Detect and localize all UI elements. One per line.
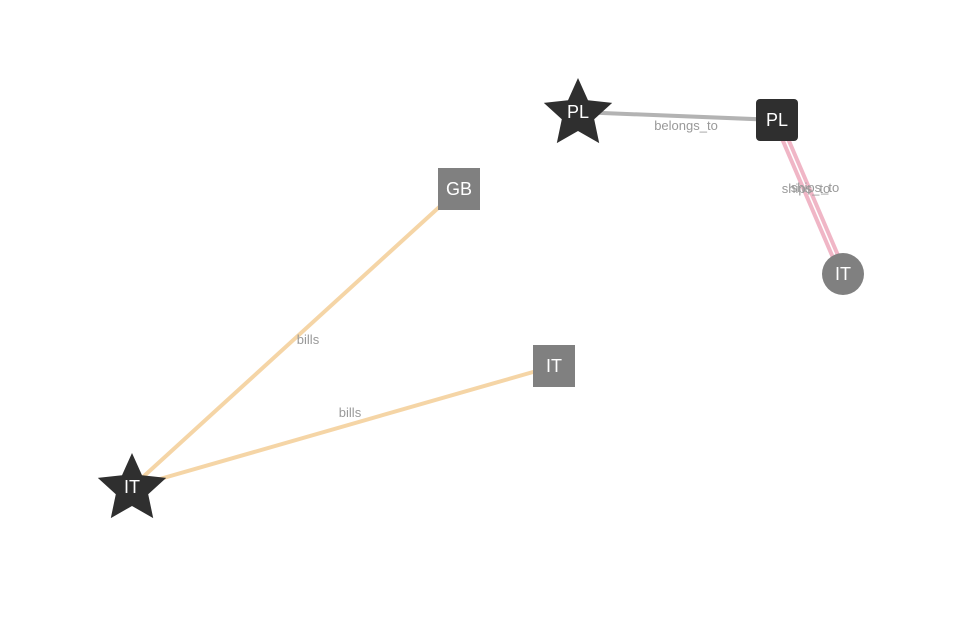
node-label: PL <box>567 102 589 122</box>
edge-label-ships-to-a: ships_to <box>782 181 830 196</box>
node-label: GB <box>446 179 472 199</box>
edge-label-bills-it: bills <box>339 405 362 420</box>
edge-label-ships-to-b: ships_to <box>791 180 839 195</box>
edge-label-bills-gb: bills <box>297 332 320 347</box>
node-label: IT <box>835 264 851 284</box>
edge-bills-gb <box>130 187 461 489</box>
node-label: IT <box>546 356 562 376</box>
edge-bills-it <box>130 364 556 489</box>
nodes-layer: PL PL GB IT IT IT <box>97 78 864 519</box>
node-it-circle[interactable]: IT <box>822 253 864 295</box>
node-it-star[interactable]: IT <box>97 453 167 519</box>
node-pl-square[interactable]: PL <box>756 99 798 141</box>
edges-layer <box>130 110 848 489</box>
node-pl-star[interactable]: PL <box>543 78 613 144</box>
node-gb-square[interactable]: GB <box>438 168 480 210</box>
node-label: PL <box>766 110 788 130</box>
star-node-shape <box>97 453 167 519</box>
square-node-shape <box>438 168 480 210</box>
circle-node-shape <box>822 253 864 295</box>
edge-label-belongs-to: belongs_to <box>654 118 718 133</box>
edge-belongs-to <box>576 110 779 122</box>
star-node-shape <box>543 78 613 144</box>
square-node-shape <box>533 345 575 387</box>
node-label: IT <box>124 477 140 497</box>
edge-ships-to-b <box>778 118 848 276</box>
node-it-square[interactable]: IT <box>533 345 575 387</box>
rounded-square-node-shape <box>756 99 798 141</box>
edge-ships-to-a <box>772 118 842 276</box>
edge-labels-layer: belongs_to ships_to ships_to bills bills <box>297 118 839 420</box>
